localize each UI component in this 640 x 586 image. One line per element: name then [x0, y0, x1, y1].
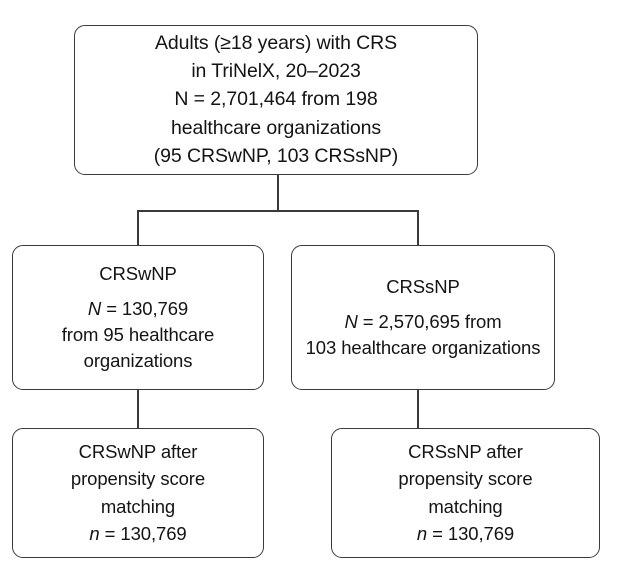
cohort-source-line-1: Adults (≥18 years) with CRS [154, 31, 398, 54]
crswnp-psm-line-3: matching [100, 495, 176, 517]
crswnp-title: CRSwNP [99, 262, 177, 284]
connector-split-to-crswnp [137, 210, 139, 246]
crsnp-n-value: = 2,570,695 from [362, 310, 502, 332]
cohort-source-line-5: (95 CRSwNP, 103 CRSsNP) [153, 145, 399, 168]
node-cohort-source: Adults (≥18 years) with CRS in TriNelX, … [74, 25, 478, 175]
crswnp-n-symbol: N [87, 297, 102, 319]
node-crsnp-after-matching: CRSsNP after propensity score matching n… [331, 428, 600, 558]
cohort-source-line-3: N = 2,701,464 from 198 [174, 88, 378, 111]
crsnp-psm-line-3: matching [428, 495, 503, 517]
connector-crswnp-to-matching [137, 389, 139, 429]
crswnp-psm-count: n = 130,769 [89, 520, 186, 547]
crsnp-title: CRSsNP [386, 275, 460, 297]
crsnp-psm-count: n = 130,769 [417, 520, 514, 547]
crswnp-line-3: organizations [83, 350, 193, 372]
connector-source-to-split [277, 175, 279, 212]
node-crswnp-cohort: CRSwNP N = 130,769 from 95 healthcare or… [12, 245, 264, 390]
connector-split-to-crsnp [417, 210, 419, 246]
crsnp-psm-line-1: CRSsNP after [408, 441, 523, 463]
crswnp-psm-n-value: = 130,769 [104, 522, 187, 544]
crsnp-psm-line-2: propensity score [398, 468, 533, 490]
node-crswnp-after-matching: CRSwNP after propensity score matching n… [12, 428, 264, 558]
node-crsnp-cohort: CRSsNP N = 2,570,695 from 103 healthcare… [291, 245, 555, 390]
connector-crsnp-to-matching [417, 389, 419, 429]
connector-split-bar [137, 210, 419, 212]
cohort-source-line-2: in TriNelX, 20–2023 [191, 59, 361, 82]
crswnp-count: N = 130,769 [88, 296, 188, 322]
crsnp-psm-n-symbol: n [416, 522, 428, 544]
crsnp-count: N = 2,570,695 from [344, 309, 501, 335]
crsnp-n-symbol: N [344, 310, 358, 332]
crsnp-line-2: 103 healthcare organizations [305, 337, 541, 359]
crswnp-psm-n-symbol: n [89, 522, 100, 544]
cohort-source-line-4: healthcare organizations [170, 116, 382, 139]
crswnp-psm-line-2: propensity score [70, 468, 206, 490]
crswnp-n-value: = 130,769 [106, 297, 189, 319]
crswnp-line-2: from 95 healthcare [61, 324, 215, 345]
crswnp-psm-line-1: CRSwNP after [78, 441, 198, 463]
crsnp-psm-n-value: = 130,769 [432, 522, 515, 544]
